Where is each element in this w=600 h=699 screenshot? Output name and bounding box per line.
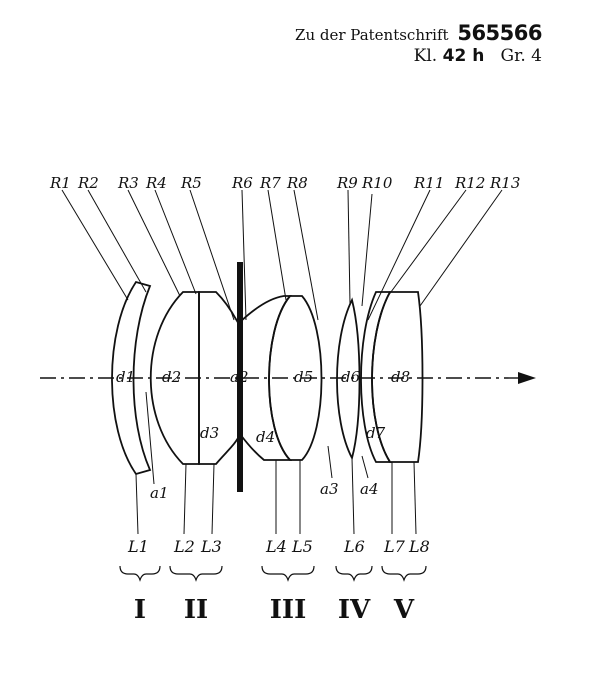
- radius-label: R6: [231, 174, 253, 192]
- lens-l2: [149, 291, 200, 465]
- klasse-value: 42 h: [442, 46, 485, 67]
- thickness-label: d3: [200, 424, 219, 442]
- radius-leaders: [61, 189, 503, 321]
- thickness-label: d7: [366, 424, 386, 442]
- thickness-label: d4: [256, 428, 275, 446]
- group-label: III: [270, 595, 307, 625]
- radius-label: R7: [259, 174, 281, 192]
- patent-number: 565566: [457, 21, 542, 45]
- radius-label: R13: [489, 174, 520, 192]
- thickness-label: d2: [162, 368, 181, 386]
- radius-label: R10: [361, 174, 393, 192]
- air-label: a3: [320, 480, 339, 498]
- lens-l1: [111, 280, 152, 476]
- lens-leaders: [135, 457, 417, 535]
- lens-label: L5: [291, 537, 313, 556]
- air-label: a1: [150, 484, 169, 502]
- lens-label: L1: [127, 537, 149, 556]
- lens-label: L8: [408, 537, 430, 556]
- group-label: II: [184, 595, 208, 625]
- lens-l8: [371, 291, 424, 463]
- group-braces: [119, 565, 427, 582]
- group-label: V: [393, 595, 415, 625]
- radius-label: R3: [117, 174, 139, 192]
- radius-label: R5: [180, 174, 202, 192]
- group-label: IV: [338, 595, 371, 625]
- radius-label-group: R1 R2 R3 R4 R5 R6 R7 R8 R9 R10 R11 R12 R…: [49, 174, 520, 192]
- group-label-set: I II III IV V: [134, 595, 415, 625]
- thickness-label: a2: [230, 368, 249, 386]
- air-label: a4: [360, 480, 379, 498]
- radius-label: R4: [145, 174, 167, 192]
- radius-label: R8: [286, 174, 308, 192]
- air-leaders: [145, 391, 369, 485]
- lens-label: L4: [265, 537, 287, 556]
- radius-label: R12: [454, 174, 485, 192]
- radius-label: R11: [413, 174, 444, 192]
- lens-label: L6: [343, 537, 365, 556]
- group-label: I: [134, 595, 146, 625]
- thickness-label: d6: [341, 368, 361, 386]
- patent-prefix: Zu der Patentschrift: [295, 26, 449, 44]
- lens-label: L2: [173, 537, 195, 556]
- lens-label-group: L1 L2 L3 L4 L5 L6 L7 L8: [127, 537, 430, 556]
- lens-l5: [268, 295, 323, 461]
- lens-label: L7: [383, 537, 406, 556]
- thickness-label: d1: [116, 368, 135, 386]
- thickness-label-group: d1 d2 d3 a2 d4 d5 d6 d7 d8: [116, 368, 410, 446]
- radius-label: R9: [336, 174, 358, 192]
- thickness-label: d5: [294, 368, 313, 386]
- patent-header: Zu der Patentschrift 565566 Kl. 42 h Gr.…: [295, 20, 542, 68]
- axis-arrow-icon: [518, 372, 536, 384]
- klasse-label: Kl.: [413, 46, 438, 67]
- radius-label: R1: [49, 174, 71, 192]
- air-label-group: a1 a3 a4: [150, 480, 379, 502]
- gruppe-label: Gr. 4: [500, 46, 542, 67]
- radius-label: R2: [77, 174, 99, 192]
- thickness-label: d8: [391, 368, 410, 386]
- lens-label: L3: [200, 537, 222, 556]
